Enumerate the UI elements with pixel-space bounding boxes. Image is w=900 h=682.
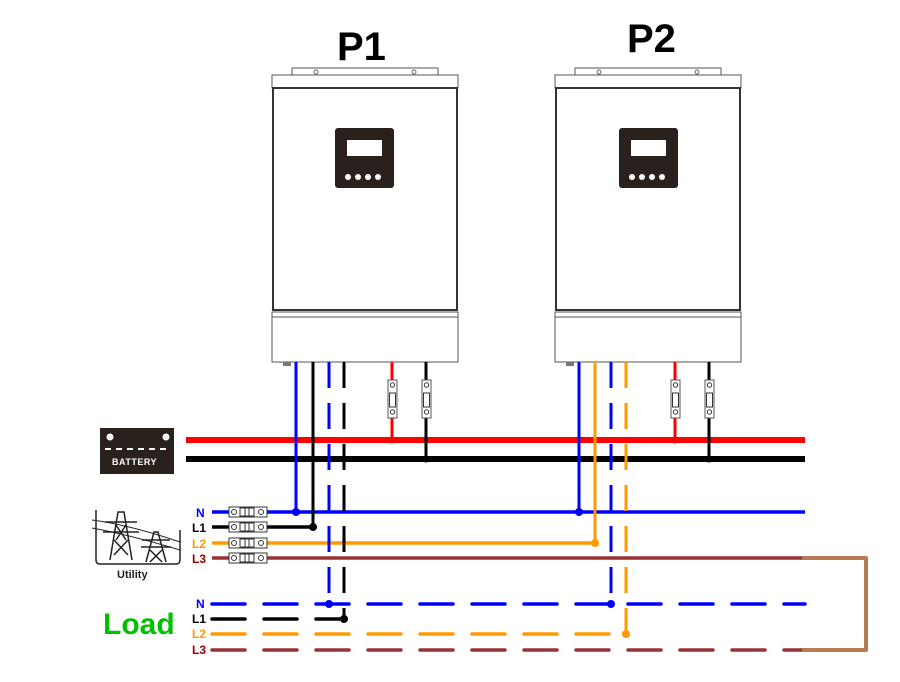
utility-breakers [228,506,268,564]
l3-jumper-wire [802,556,868,652]
battery-icon: BATTERY [100,428,174,474]
utility-bus [212,510,805,560]
load-label-l3: L3 [192,643,206,657]
utility-breaker-l1 [228,521,268,533]
load-label-l2: L2 [192,627,206,641]
lcd-panel-p2 [619,128,678,188]
inverter-p1 [271,67,459,366]
load-label-l1: L1 [192,612,206,626]
load-label-n: N [196,597,205,611]
inverter-p2 [554,67,742,366]
utility-label: Utility [117,569,148,581]
lcd-panel-p1 [335,128,394,188]
utility-tower-icon [91,510,181,565]
dc-breaker-p1-positive [387,379,398,419]
ac-input-p2 [575,362,599,547]
unit-title-p1: P1 [337,25,386,69]
utility-breaker-l2 [228,537,268,549]
utility-label-l2: L2 [192,537,206,551]
battery-label: BATTERY [112,457,157,467]
dc-breaker-p2-negative [704,379,715,419]
dc-breaker-p2-positive [670,379,681,419]
utility-label-n: N [196,506,205,520]
ac-output-p2 [607,362,630,638]
utility-breaker-n [228,506,268,518]
load-label: Load [103,608,175,641]
utility-breaker-l3 [228,552,268,564]
dc-breaker-p1-negative [421,379,432,419]
unit-title-p2: P2 [627,17,676,61]
utility-label-l3: L3 [192,552,206,566]
ac-input-p1 [292,362,317,531]
load-bus [210,602,807,652]
ac-output-p1 [325,362,348,623]
utility-label-l1: L1 [192,521,206,535]
